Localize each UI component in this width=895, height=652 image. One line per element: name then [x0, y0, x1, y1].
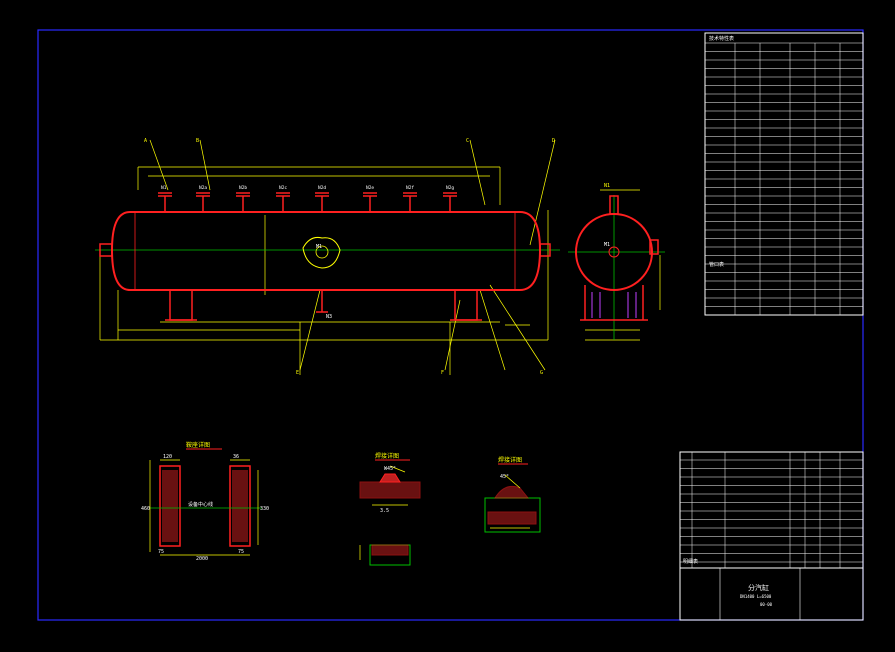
top-nozzle: [363, 192, 377, 212]
saddle-dim-small-left: 75: [158, 549, 164, 555]
saddle-dim-bottom: 2000: [196, 556, 208, 562]
tech-table-title: 技术特性表: [709, 35, 734, 42]
side-vessel-view: M1 N1: [568, 183, 665, 341]
saddle-dim-top-right: 36: [233, 454, 239, 460]
nozzle-label: N2f: [406, 185, 414, 191]
nozzle-table-title: 管口表: [709, 261, 724, 268]
balloon-g: G: [540, 370, 543, 376]
drawing-border: [37, 29, 864, 621]
title-block-name: 分汽缸: [748, 583, 769, 592]
nozzle-label: N2e: [366, 185, 374, 191]
title-block-drawing-no: 00-00: [760, 602, 773, 607]
balloon-d: D: [552, 138, 555, 144]
top-nozzle: [403, 192, 417, 212]
detail-weld-2: 焊接详图 45°: [484, 456, 541, 533]
top-nozzle: [443, 192, 457, 212]
saddle-dim-height: 460: [141, 506, 150, 512]
parts-table: 明细表: [679, 451, 864, 621]
detail-weld-2-title: 焊接详图: [498, 456, 522, 464]
nozzle-label: N2d: [318, 185, 326, 191]
title-block: 分汽缸 DN1400 L=6500 00-00: [680, 567, 863, 620]
balloon-a: A: [144, 138, 147, 144]
parts-table-title: 明细表: [683, 558, 698, 565]
balloon-e: E: [296, 370, 299, 376]
manhole-label: M1: [316, 244, 322, 250]
top-nozzle: [158, 192, 172, 212]
top-nozzle: [196, 192, 210, 212]
saddle-dim-right: 330: [260, 506, 269, 512]
nozzle-label: N2a: [199, 185, 207, 191]
tech-table: 技术特性表 管口表: [704, 32, 864, 316]
weld-2-dim-a: 45°: [500, 474, 509, 480]
saddle-note: 设备中心线: [188, 501, 213, 508]
nozzle-label: N2b: [239, 185, 247, 191]
balloon-f: F: [441, 370, 444, 376]
saddle-dim-small-right: 75: [238, 549, 244, 555]
bottom-nozzle-label: N3: [326, 314, 332, 320]
detail-saddle: 鞍座详图 120 36 460 330 2000 75 75 设备中心线: [141, 441, 269, 562]
detail-weld-1: 焊接详图 W45° 3.5: [359, 452, 421, 566]
top-nozzle: [315, 192, 329, 212]
saddle-dim-top-left: 120: [163, 454, 172, 460]
top-nozzle: [276, 192, 290, 212]
balloon-c: C: [466, 138, 469, 144]
title-block-subtitle: DN1400 L=6500: [740, 594, 772, 599]
nozzle-label: N1: [161, 185, 167, 191]
side-top-nozzle-label: N1: [604, 183, 610, 189]
nozzle-label: N2g: [446, 185, 454, 191]
balloon-b: B: [196, 138, 199, 144]
detail-weld-1-title: 焊接详图: [375, 452, 399, 460]
nozzle-label: N2c: [279, 185, 287, 191]
side-manhole-label: M1: [604, 242, 610, 248]
weld-1-dim-a: W45°: [384, 466, 396, 472]
top-nozzle: [236, 192, 250, 212]
weld-1-dim-b: 3.5: [380, 508, 389, 514]
detail-saddle-title: 鞍座详图: [186, 441, 210, 449]
